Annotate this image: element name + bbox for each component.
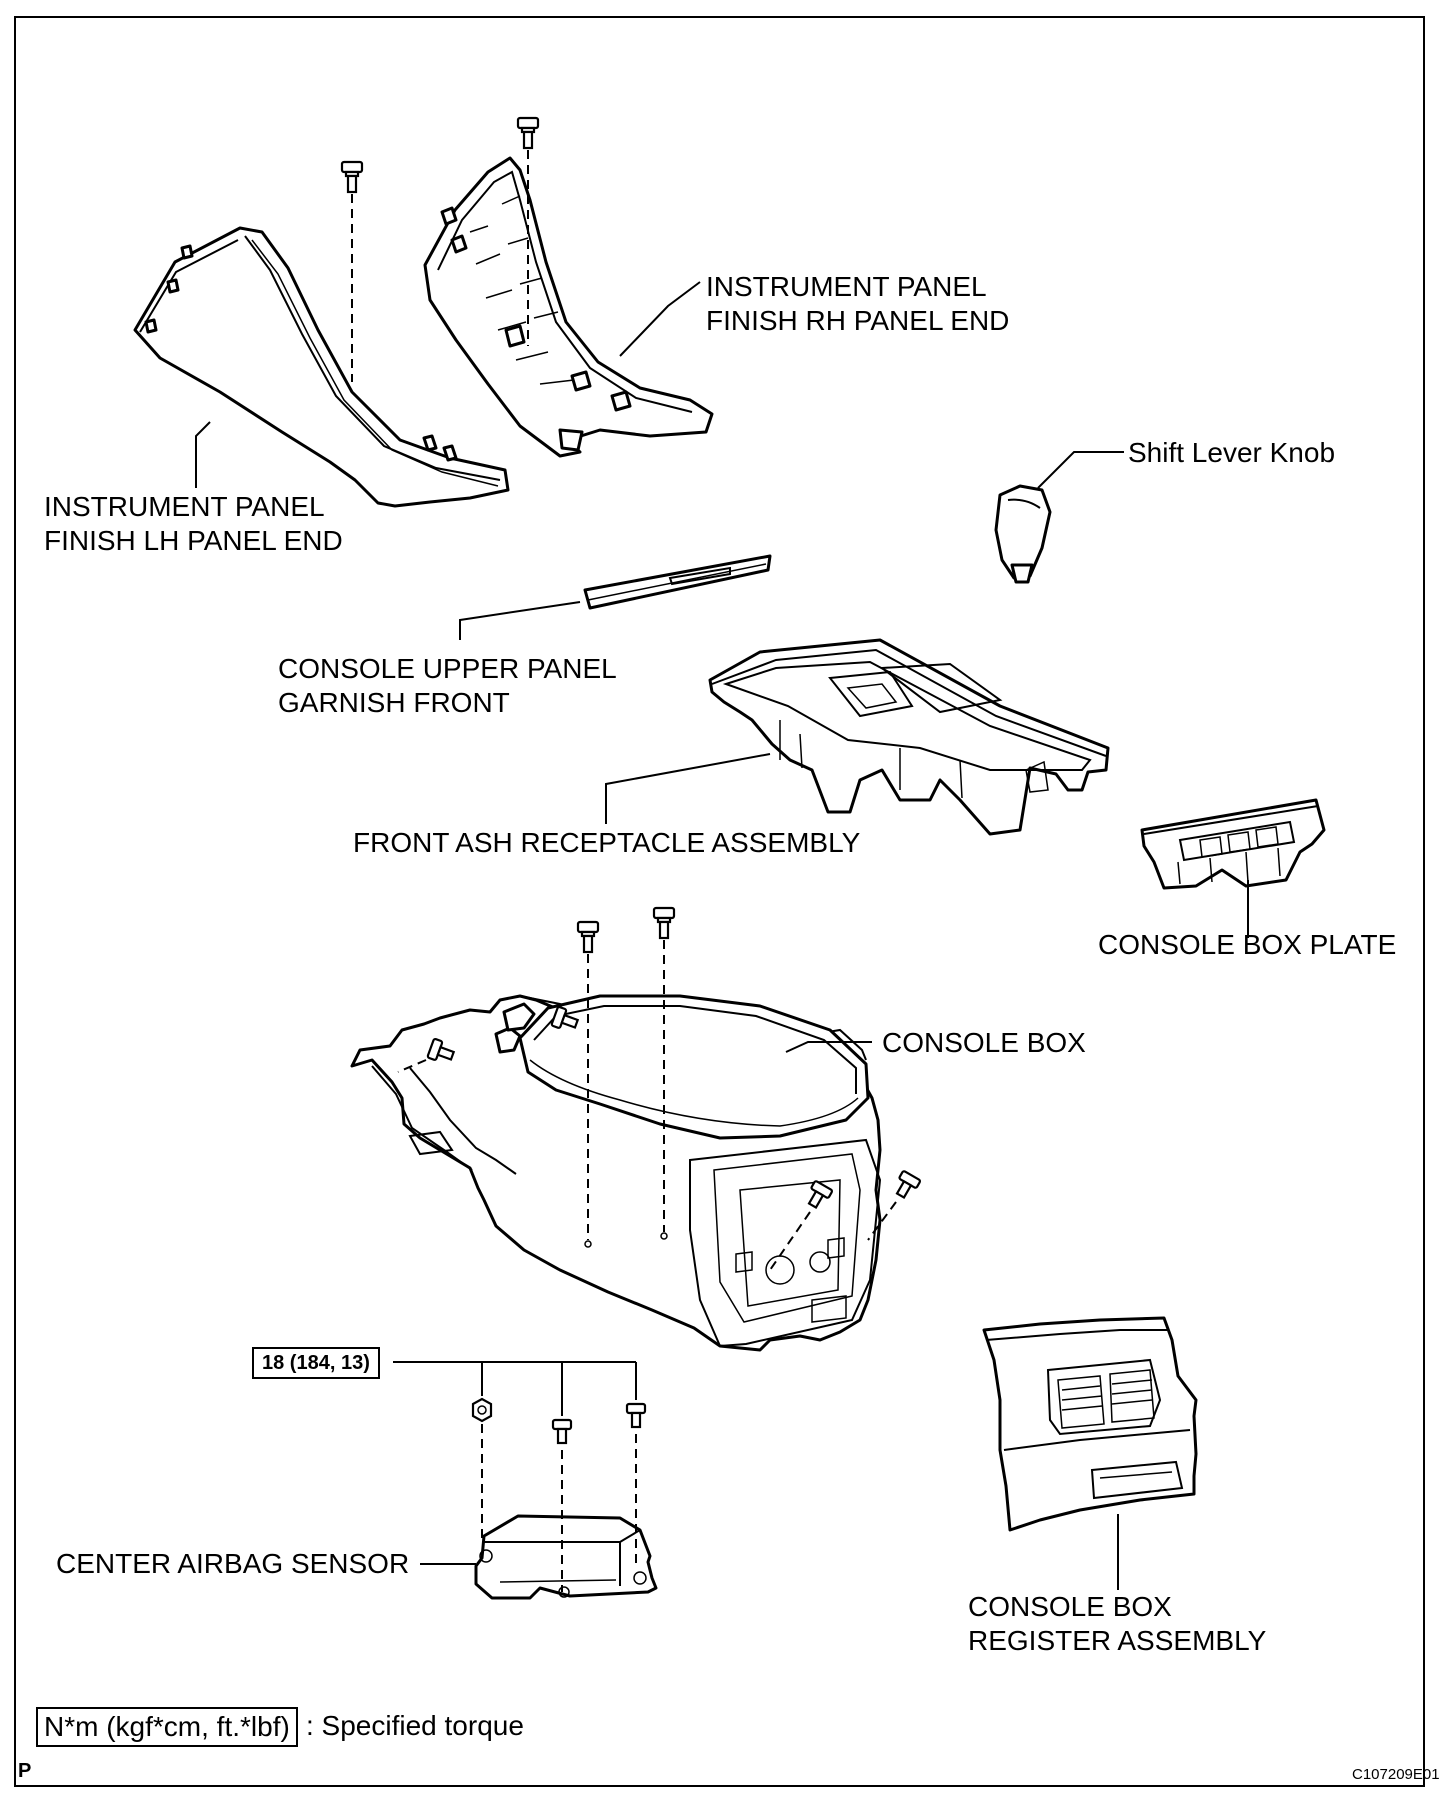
label-lh-panel-end-line2: FINISH LH PANEL END [44, 525, 343, 556]
panel-end-bolts [340, 116, 540, 382]
console-box-bolts [397, 906, 922, 1271]
leader-lines [195, 281, 1249, 1590]
label-rh-panel-end-line1: INSTRUMENT PANEL [706, 271, 987, 302]
label-shift-lever-knob: Shift Lever Knob [1128, 437, 1336, 468]
diagram-frame [14, 16, 1425, 1787]
label-rh-panel-end-line2: FINISH RH PANEL END [706, 305, 1010, 336]
console-box-plate-part [1140, 798, 1326, 890]
label-register-assembly-line2: REGISTER ASSEMBLY [968, 1625, 1267, 1656]
console-box-part [350, 994, 882, 1352]
lh-panel-end-part [133, 226, 510, 508]
airbag-sensor-bolts [393, 1361, 647, 1592]
front-ash-receptacle-part [708, 638, 1110, 836]
legend-specified-torque-text: : Specified torque [306, 1710, 524, 1741]
label-lh-panel-end-line1: INSTRUMENT PANEL [44, 491, 325, 522]
legend-torque-unit-box: N*m (kgf*cm, ft.*lbf) [36, 1707, 298, 1747]
label-console-box: CONSOLE BOX [882, 1027, 1086, 1058]
garnish-front-part [583, 554, 772, 610]
label-console-box-plate: CONSOLE BOX PLATE [1098, 929, 1397, 960]
center-airbag-sensor-part [474, 1514, 658, 1600]
corner-mark: P [18, 1760, 32, 1782]
label-register-assembly-line1: CONSOLE BOX [968, 1591, 1172, 1622]
shift-lever-knob-part [994, 484, 1052, 584]
torque-value-box: 18 (184, 13) [252, 1347, 380, 1379]
register-assembly-part [982, 1316, 1198, 1532]
label-garnish-front-line1: CONSOLE UPPER PANEL [278, 653, 617, 684]
label-garnish-front-line2: GARNISH FRONT [278, 687, 510, 718]
label-front-ash-receptacle: FRONT ASH RECEPTACLE ASSEMBLY [353, 827, 861, 858]
figure-code: C107209E01 [1352, 1766, 1440, 1783]
label-center-airbag-sensor: CENTER AIRBAG SENSOR [56, 1548, 410, 1579]
rh-panel-end-part [423, 156, 714, 458]
